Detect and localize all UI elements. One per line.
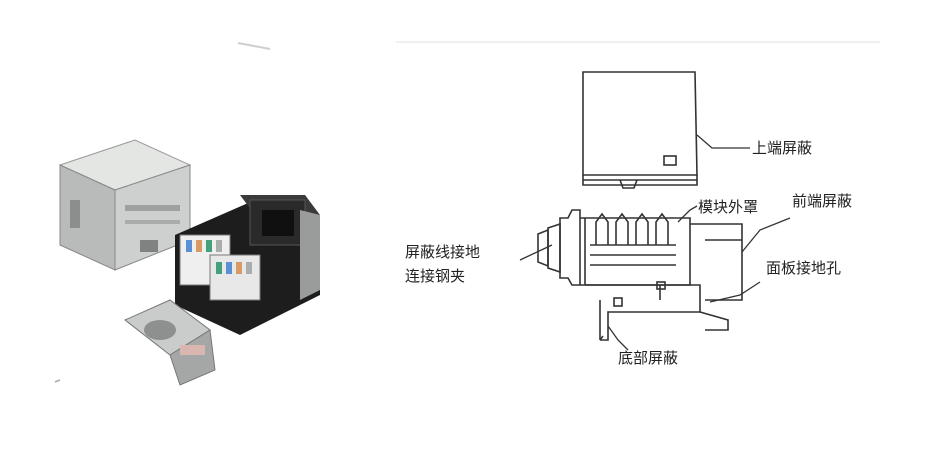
technical-drawing [396,41,880,351]
product-photo [38,40,390,386]
top-shield-part [582,71,698,189]
label-module-housing: 模块外罩 [698,198,758,216]
label-front-shield: 前端屏蔽 [792,192,852,210]
label-bottom-shield: 底部屏蔽 [618,349,678,367]
metal-shield-cover [58,139,192,271]
label-panel-ground-hole: 面板接地孔 [766,259,841,277]
jack-body [175,195,320,335]
leader-lines [519,134,791,351]
label-ground-clip-line1: 屏蔽线接地 [405,243,480,261]
ground-clip [124,299,216,386]
label-ground-clip-line2: 连接钢夹 [405,267,465,285]
labels: 上端屏蔽 模块外罩 前端屏蔽 屏蔽线接地 连接钢夹 面板接地孔 底部屏蔽 [405,139,852,367]
label-top-shield: 上端屏蔽 [752,139,812,157]
jack-body-drawing [537,209,743,341]
